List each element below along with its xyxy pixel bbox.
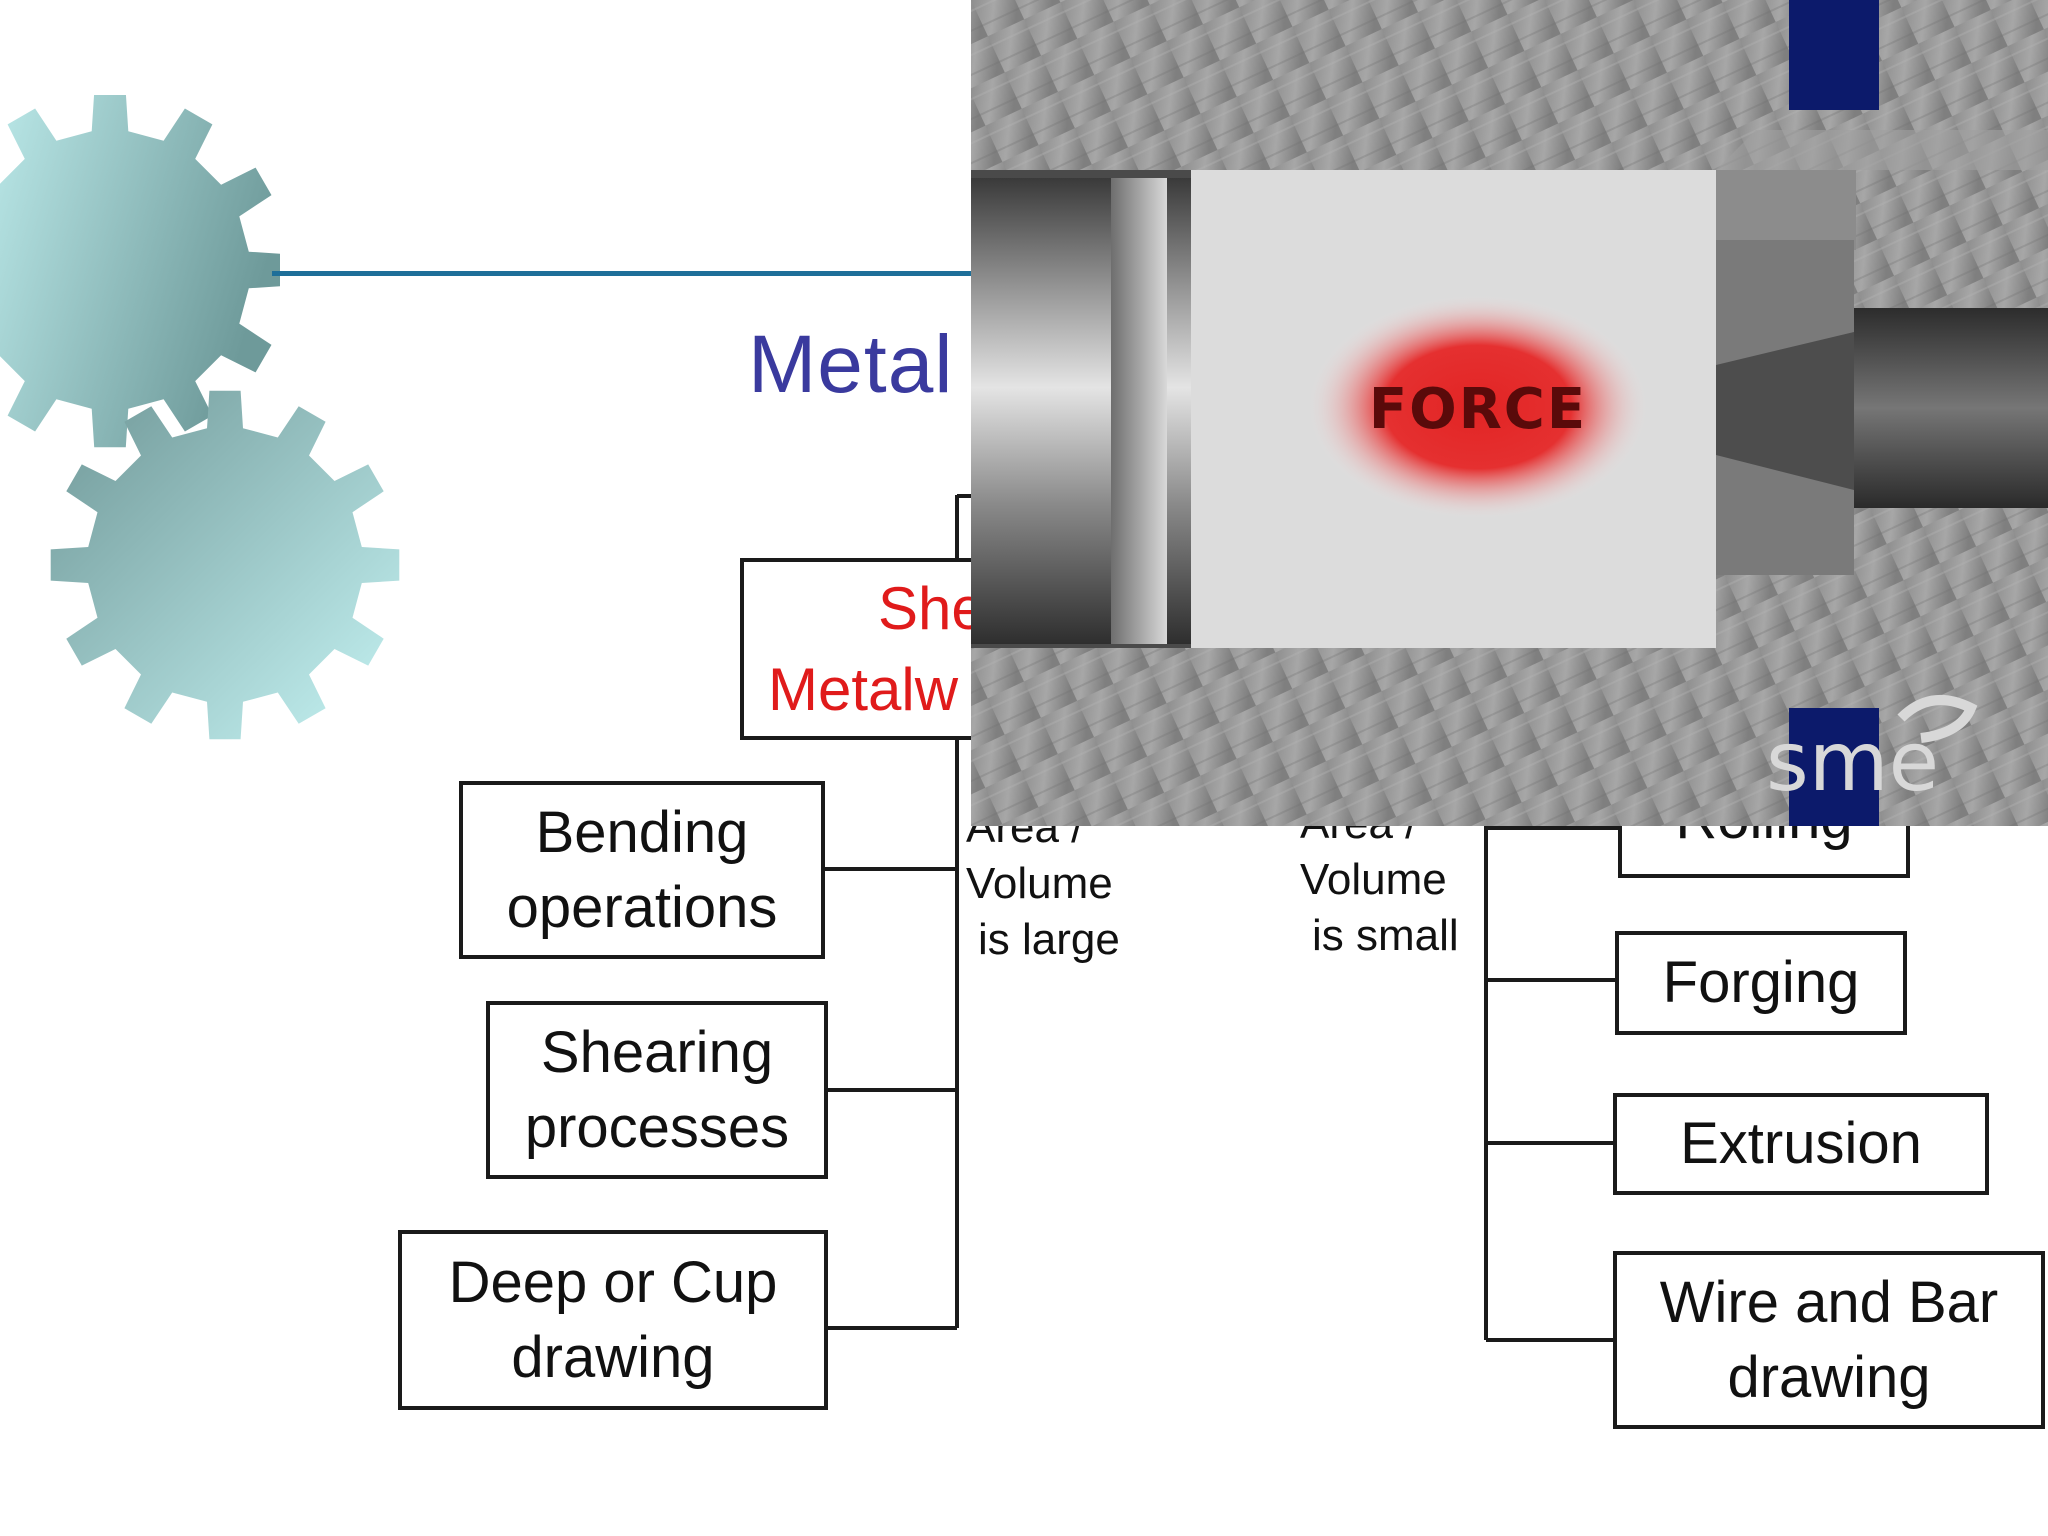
forging-label: Forging [1662,950,1860,1016]
sme-logo-swoosh-icon [1897,695,1978,743]
slide-title: Metal [748,319,954,410]
wire-bar-drawing-box: Wire and Bar drawing [1613,1251,2045,1429]
bending-line2: operations [506,875,778,940]
forging-box: Forging [1615,931,1907,1035]
die-marker-top [1789,0,1879,110]
extrusion-box: Extrusion [1613,1093,1989,1195]
die-cone [1716,332,1854,490]
bending-line1: Bending [535,799,749,865]
gear-icon [50,390,400,740]
die-opening [1716,170,1856,250]
left-note-line3: is large [978,914,1120,964]
shearing-processes-box: Shearing processes [486,1001,828,1179]
extrusion-label: Extrusion [1680,1111,1922,1177]
sheet-box-line1: She [878,575,985,642]
deep-drawing-line2: drawing [511,1325,715,1390]
right-note-line3: is small [1312,910,1459,960]
deep-cup-drawing-box: Deep or Cup drawing [398,1230,828,1410]
shearing-line2: processes [524,1095,790,1160]
ram-tip [1111,178,1167,644]
sme-logo: sme [1766,715,1939,810]
shearing-line1: Shearing [540,1019,774,1085]
left-note-line2: Volume [966,858,1113,908]
die-taper-top [1716,130,2048,170]
title-underline [272,271,1032,276]
deep-drawing-line1: Deep or Cup [448,1249,778,1315]
gear-icon [0,95,280,448]
sheet-box-line2: Metalw [768,656,959,723]
force-glow [1308,295,1648,519]
force-label: FORCE [1369,377,1587,442]
extrusion-illustration: FORCE sme [971,0,2048,826]
extruded-rod [1854,308,2048,508]
right-note-line2: Volume [1300,854,1447,904]
die-marker-bottom [1789,708,1879,826]
wire-bar-line1: Wire and Bar [1659,1269,1999,1335]
bending-operations-box: Bending operations [459,781,825,959]
wire-bar-line2: drawing [1727,1345,1931,1410]
left-branch-note: Area / Volume is large [966,800,1120,968]
sheet-metalworking-box: She Metalw [740,558,1000,740]
extrusion-photo: FORCE sme [971,0,2048,826]
